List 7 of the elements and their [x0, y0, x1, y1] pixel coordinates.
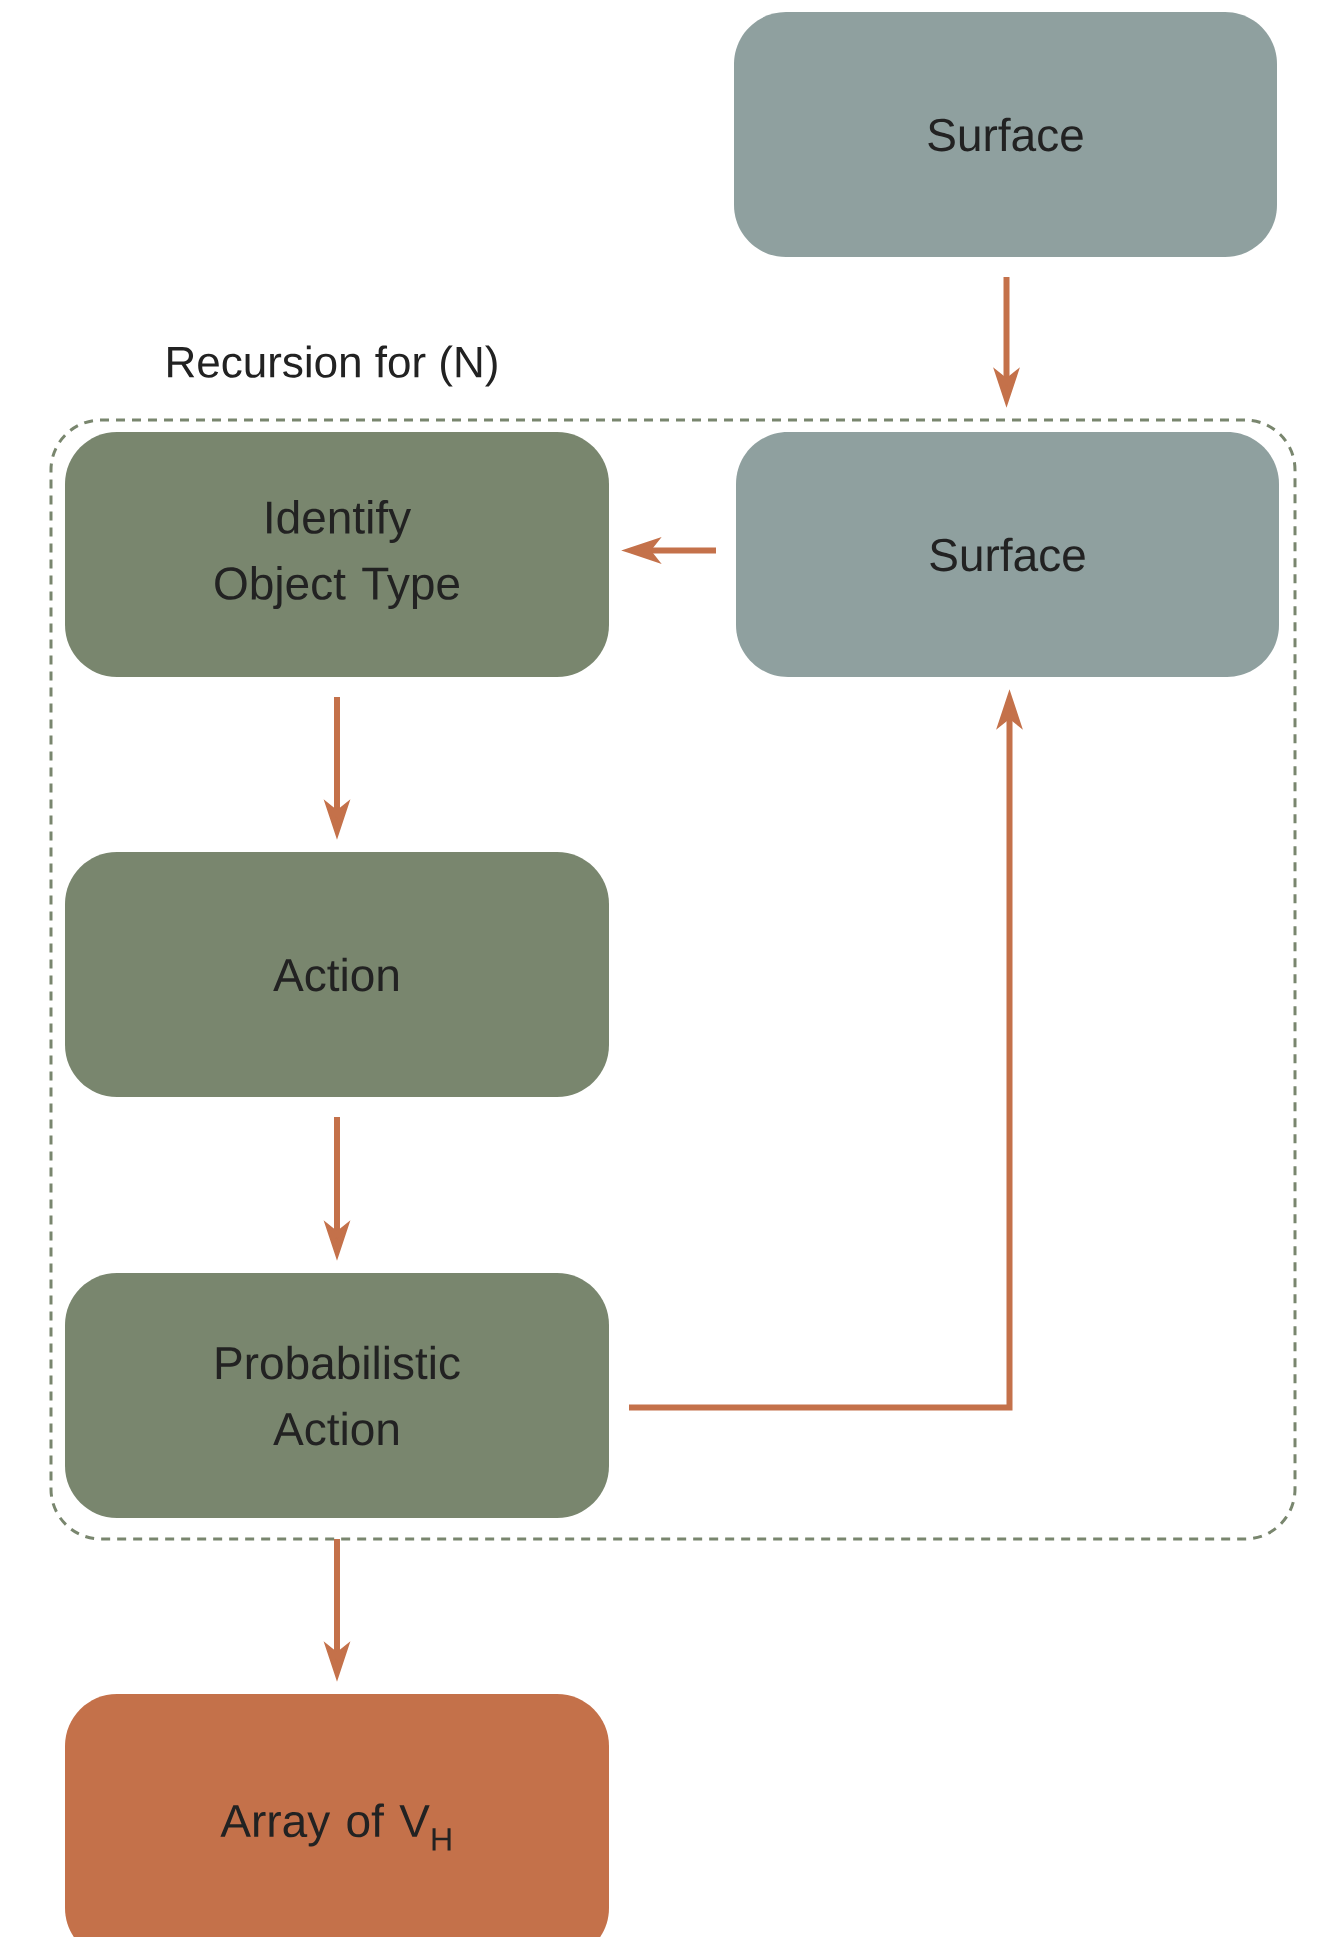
node-label: Recursion for (N)	[168, 345, 497, 387]
process-box: Action	[65, 852, 609, 1097]
process-box: Surface	[734, 12, 1277, 257]
process-box: Probabilistic Action	[65, 1273, 609, 1518]
process-box: Identify Object Type	[65, 432, 609, 677]
process-box: Array of V$_{H}$	[65, 1694, 609, 1937]
process-box: Surface	[736, 432, 1279, 677]
